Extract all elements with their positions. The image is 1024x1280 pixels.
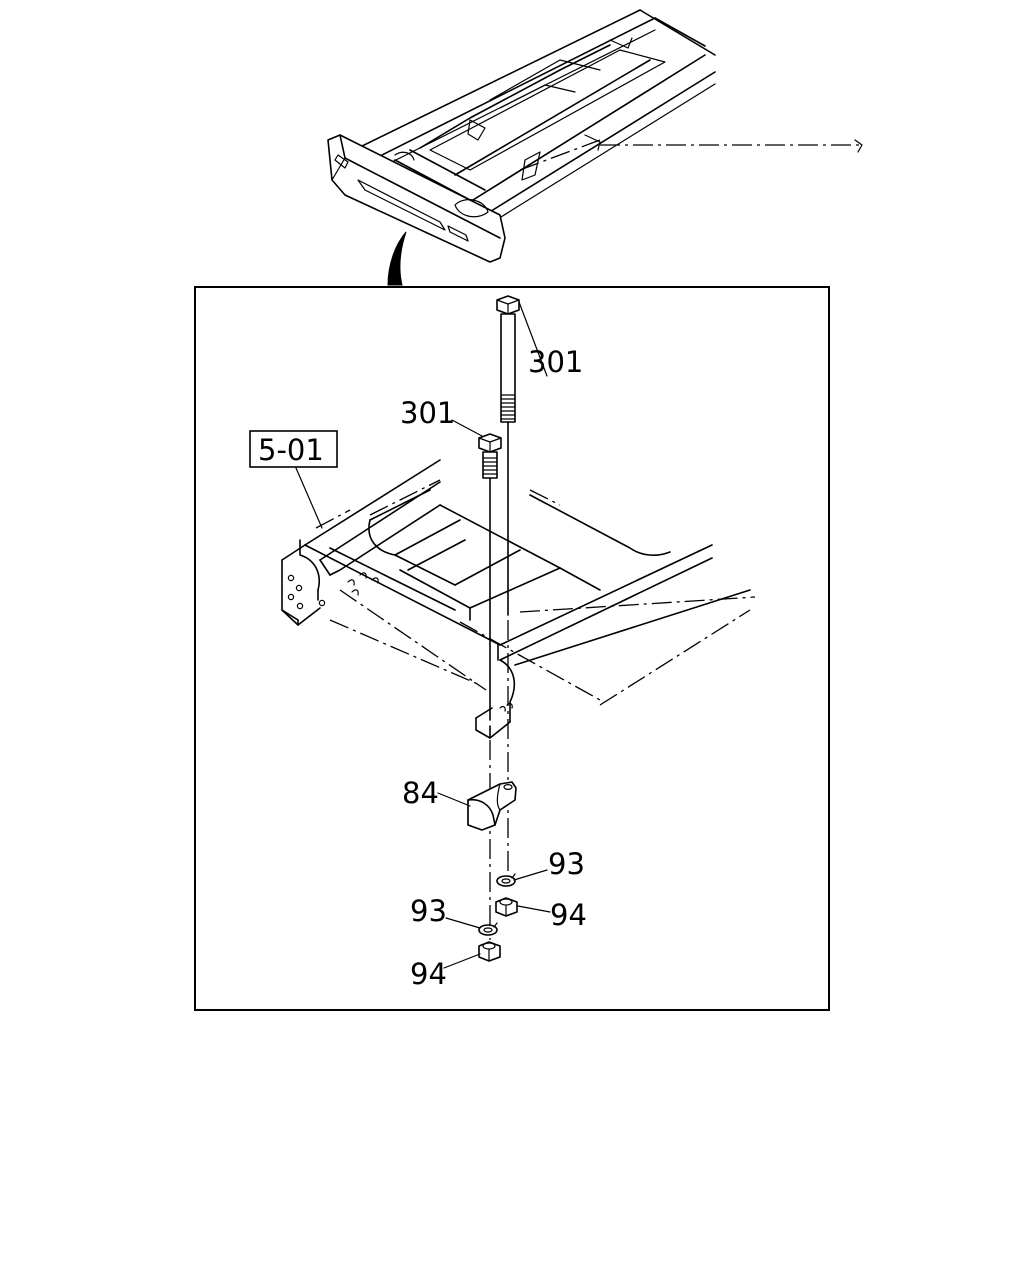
nut-right <box>495 897 518 917</box>
callout-frame-ref: 5-01 <box>258 433 324 467</box>
callout-bolt-upper: 301 <box>528 345 583 379</box>
callout-washer-right: 93 <box>548 847 585 881</box>
frame-crossmember-detail <box>281 459 756 739</box>
vehicle-frame-overview <box>327 9 863 286</box>
callout-nut-left: 94 <box>410 957 447 991</box>
bolt-lower <box>478 433 502 721</box>
washer-left <box>478 922 498 936</box>
callout-bracket: 84 <box>402 776 439 810</box>
callout-bolt-lower: 301 <box>400 396 455 430</box>
nut-left <box>478 941 501 962</box>
callout-nut-right: 94 <box>550 898 587 932</box>
leader-lines <box>295 301 551 969</box>
washer-right <box>496 873 516 887</box>
frame-ref-box <box>249 430 338 468</box>
clamp-bracket <box>467 781 517 831</box>
detail-view-border <box>194 286 830 1011</box>
bolt-upper <box>496 295 520 616</box>
callout-washer-left: 93 <box>410 894 447 928</box>
